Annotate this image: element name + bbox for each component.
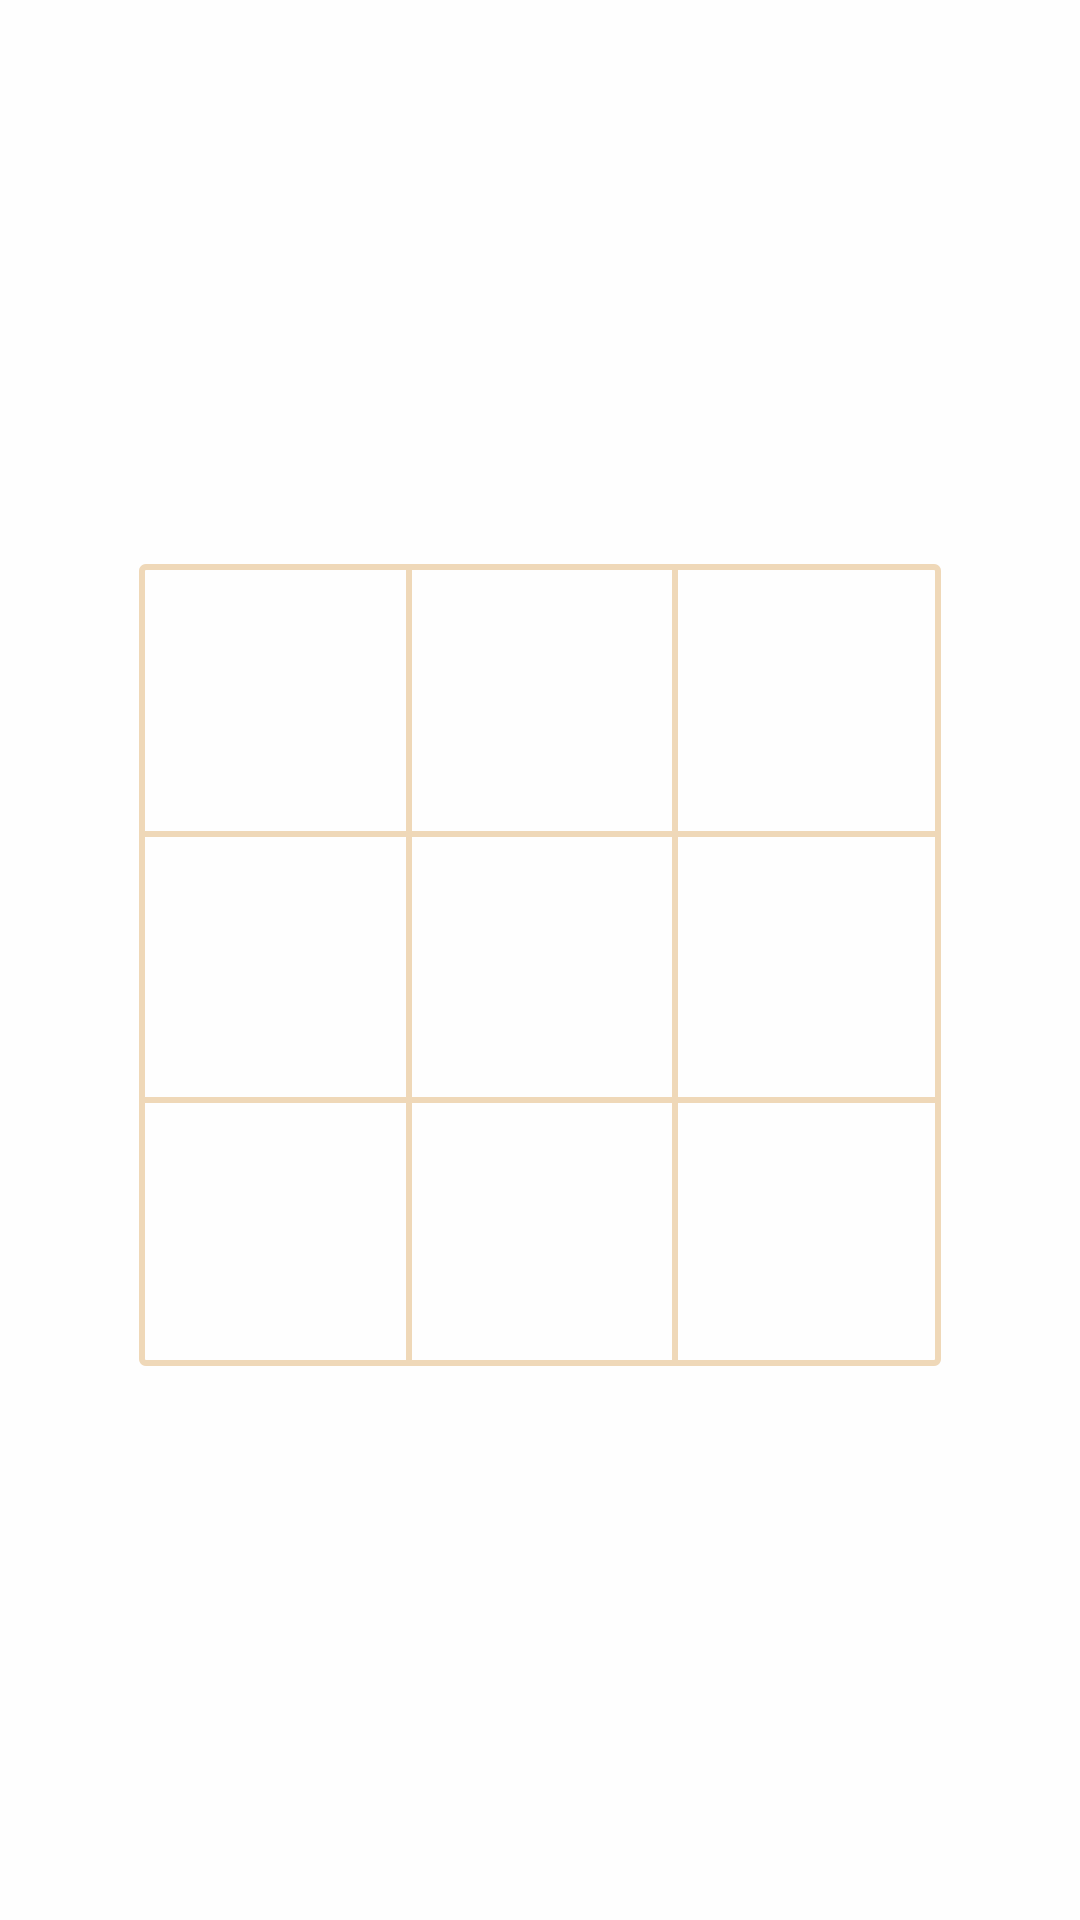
board-outer-frame bbox=[139, 564, 941, 1366]
board-cells bbox=[140, 565, 940, 1365]
board-cell-4[interactable] bbox=[140, 832, 407, 1099]
board-cell-2[interactable] bbox=[407, 565, 674, 832]
board-cell-8[interactable] bbox=[407, 1098, 674, 1365]
board-grid bbox=[139, 564, 941, 1366]
board-cell-5[interactable] bbox=[407, 832, 674, 1099]
board-cell-3[interactable] bbox=[673, 565, 940, 832]
board-cell-1[interactable] bbox=[140, 565, 407, 832]
board-cell-6[interactable] bbox=[673, 832, 940, 1099]
board-cell-9[interactable] bbox=[673, 1098, 940, 1365]
board-cell-7[interactable] bbox=[140, 1098, 407, 1365]
tic-tac-toe-board bbox=[139, 564, 941, 1366]
